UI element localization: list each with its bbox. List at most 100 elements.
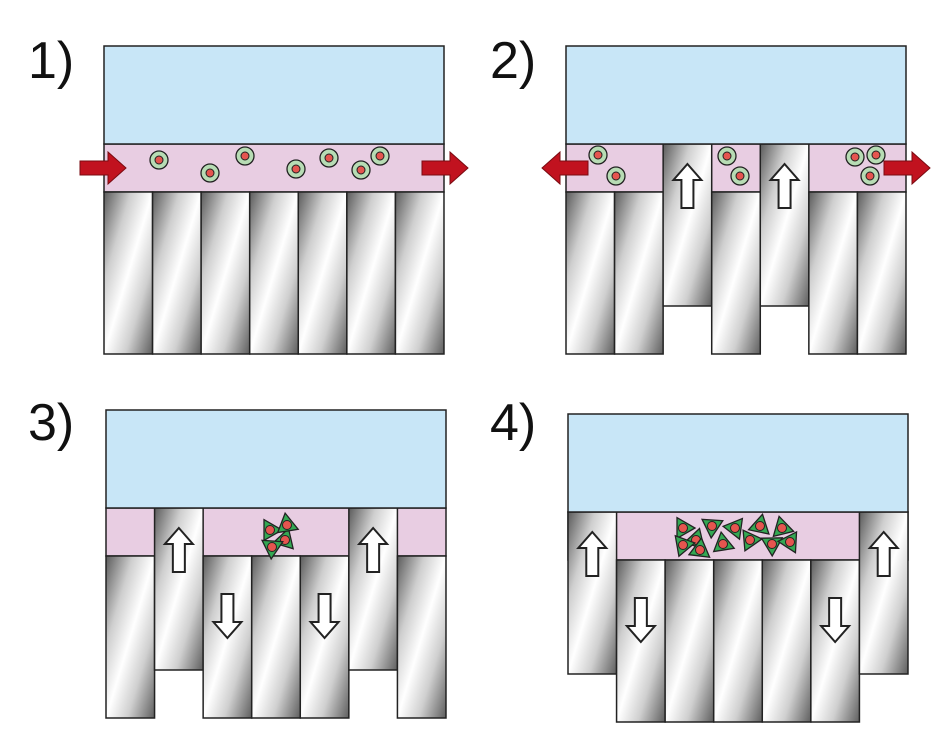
up-arrow-icon [576,530,609,577]
down-arrow-icon [818,597,852,644]
cell-nucleus [735,171,745,181]
cell-nucleus [154,155,164,165]
top-block [105,409,447,509]
cell-round [717,146,737,166]
cell-nucleus [785,537,795,547]
pillar [250,555,302,719]
cell-round [351,160,371,180]
cell-nucleus [767,539,777,549]
cell-spread [760,537,784,558]
cell-nucleus [375,151,385,161]
cell-spread [776,530,798,554]
down-arrow-icon [308,593,341,640]
cell-nucleus [745,535,755,545]
cell-spread [721,517,744,541]
cell-spread [742,529,764,553]
cell-spread [712,530,736,553]
pillar [396,555,447,719]
cell-spread [263,518,284,542]
pillar [808,191,859,355]
cell-round [730,166,750,186]
flow-out-arrow-icon [421,150,469,186]
up-arrow-icon [356,526,390,573]
top-block [103,45,445,145]
panel-2: 2) [490,32,931,355]
cell-nucleus [205,168,215,178]
pillar [761,559,812,723]
cell-spread [674,534,697,558]
cell-spread [687,536,711,559]
cell-nucleus [850,152,860,162]
panel-3: 3) [28,394,447,719]
up-arrow-icon [867,530,900,577]
pillar [105,555,156,719]
cell-nucleus [730,523,740,533]
down-arrow-icon [211,593,244,640]
cell-spread [260,539,284,561]
up-arrow-icon [671,162,704,209]
cell-nucleus [267,542,277,552]
top-block [565,45,907,145]
cell-nucleus [593,150,603,160]
cell-round [845,147,865,167]
pillar [346,191,397,355]
cell-round [866,145,886,165]
cell-nucleus [265,525,275,535]
pillar [712,559,764,723]
cell-round [149,150,169,170]
cell-nucleus [777,523,787,533]
pillar [151,191,202,355]
pillar [200,191,251,355]
cell-nucleus [722,151,732,161]
cell-nucleus [291,164,301,174]
cell-round [235,146,255,166]
cell-nucleus [356,165,366,175]
pillar [810,559,861,723]
pillar [297,191,348,355]
cell-nucleus [678,540,688,550]
cell-spread [772,515,795,538]
cell-nucleus [707,521,717,531]
up-arrow-icon [768,162,801,209]
top-block [567,413,909,513]
flow-in-arrow-icon [79,150,127,186]
cell-nucleus [324,153,334,163]
cell-round [200,163,220,183]
cell-spread [276,511,300,534]
cell-nucleus [865,171,875,181]
pillar [856,191,907,355]
cell-round [286,159,306,179]
cell-spread [700,518,724,540]
step-label: 1) [28,32,74,90]
flow-out-right-arrow-icon [883,150,931,186]
panel-1: 1) [28,32,469,355]
pillar [710,191,762,355]
cell-spread [747,512,770,535]
panel-4: 4) [490,394,909,723]
cell-round [860,166,880,186]
cell-nucleus [871,150,881,160]
pillar [248,191,300,355]
cell-nucleus [755,521,765,531]
cell-nucleus [695,545,705,555]
cell-round [370,146,390,166]
down-arrow-icon [624,597,658,644]
pillar [565,191,616,355]
cell-round [319,148,339,168]
step-label: 2) [490,32,536,90]
cell-nucleus [611,171,621,181]
step-label: 3) [28,394,74,452]
cell-round [606,166,626,186]
step-label: 4) [490,394,536,452]
pillar [664,559,715,723]
cell-round [588,145,608,165]
cell-nucleus [678,523,688,533]
pillar [394,191,445,355]
cell-spread [676,516,697,540]
pillar [103,191,154,355]
cell-nucleus [240,151,250,161]
flow-out-left-arrow-icon [541,150,589,186]
pillar [613,191,664,355]
up-arrow-icon [162,526,196,573]
